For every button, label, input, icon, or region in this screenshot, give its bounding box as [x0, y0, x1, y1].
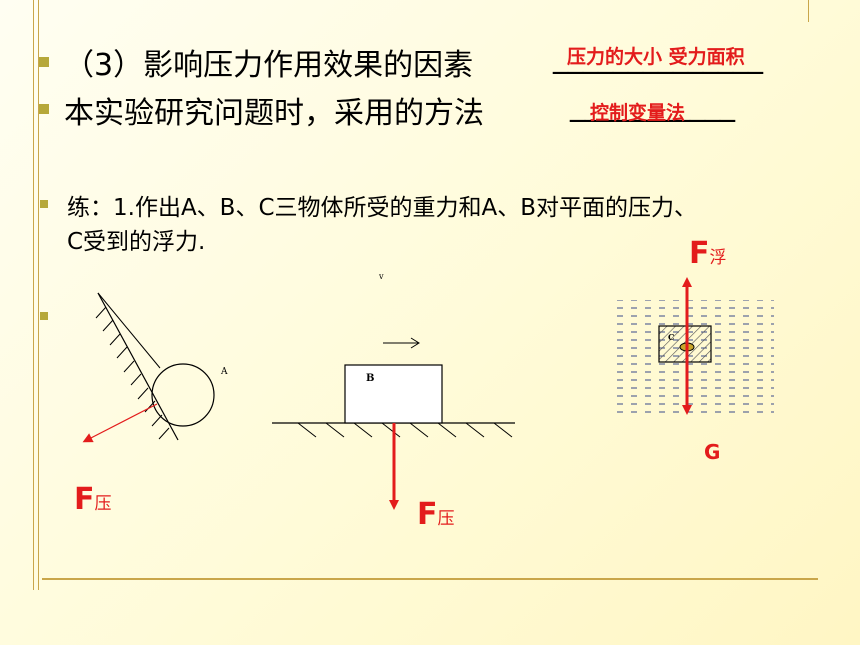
question-3-text: （3）影响压力作用效果的因素	[64, 48, 474, 83]
method-answer: 控制变量法	[590, 102, 686, 124]
top-right-tick	[808, 0, 809, 22]
exercise-line-1: 练：1.作出A、B、C三物体所受的重力和A、B对平面的压力、	[67, 195, 698, 221]
buoyancy-label: F浮	[689, 236, 727, 271]
left-border-line-inner	[38, 0, 39, 590]
bullet-1	[39, 57, 49, 67]
pressure-label-a: F压	[74, 482, 112, 517]
sphere-a	[151, 363, 215, 427]
pressure-arrow-a	[82, 403, 158, 443]
exercise-line-2: C受到的浮力.	[67, 229, 206, 255]
label-v: v	[378, 272, 384, 281]
figure-a	[82, 292, 215, 443]
label-c: C	[668, 332, 674, 342]
string-a	[97, 292, 161, 369]
question-3-answer: 压力的大小 受力面积	[567, 46, 745, 68]
question-3-blank: ______________	[553, 40, 763, 75]
inclined-wall	[97, 292, 179, 441]
bullet-3	[40, 200, 48, 208]
bullet-2	[39, 104, 49, 114]
figure-b	[272, 337, 515, 510]
figure-c	[615, 277, 774, 415]
bottom-divider	[42, 578, 818, 580]
gravity-label: G	[704, 440, 721, 464]
method-blank: ___________	[570, 88, 735, 123]
label-a: A	[220, 367, 228, 377]
pressure-label-b: F压	[417, 497, 455, 532]
left-border-line	[33, 0, 34, 590]
label-b: B	[366, 373, 374, 384]
method-question-text: 本实验研究问题时，采用的方法	[64, 96, 484, 131]
block-b	[344, 364, 443, 424]
bullet-4	[40, 312, 48, 320]
